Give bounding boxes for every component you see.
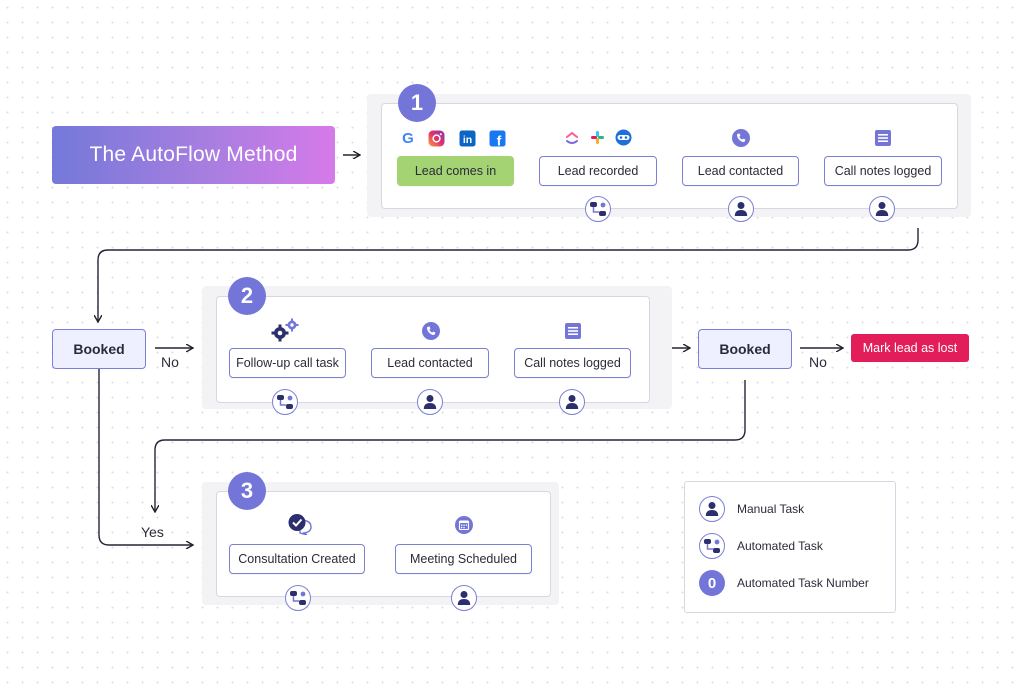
svg-text:G: G (402, 130, 414, 146)
legend-automated-label: Automated Task (737, 539, 823, 553)
phone-icon (421, 321, 440, 340)
node-lead-comes-in: Lead comes in (397, 156, 514, 186)
manual-task-icon (559, 389, 585, 415)
instagram-icon (427, 129, 445, 147)
page-title: The AutoFlow Method (52, 126, 335, 184)
legend-manual: Manual Task (699, 496, 804, 522)
phone-icon (731, 128, 750, 147)
facebook-icon: f (488, 129, 506, 147)
manual-task-icon (699, 496, 725, 522)
node-call-notes-logged: Call notes logged (824, 156, 942, 186)
node-lead-contacted: Lead contacted (682, 156, 799, 186)
arrow-yes (98, 369, 193, 545)
clickup-icon (565, 130, 579, 146)
legend-number-label: Automated Task Number (737, 576, 869, 590)
manual-task-icon (869, 196, 895, 222)
google-icon: G (399, 129, 417, 147)
notes-icon (873, 128, 892, 147)
node-meeting-scheduled: Meeting Scheduled (395, 544, 532, 574)
automated-task-icon (272, 389, 298, 415)
manual-task-icon (417, 389, 443, 415)
manual-task-icon (728, 196, 754, 222)
gears-icon (269, 318, 301, 342)
manual-task-icon (451, 585, 477, 611)
label-yes: Yes (141, 524, 164, 540)
automated-task-icon (699, 533, 725, 559)
node-call-notes-logged-2: Call notes logged (514, 348, 631, 378)
linkedin-icon: in (458, 129, 476, 147)
legend-automated: Automated Task (699, 533, 823, 559)
calendar-icon (455, 516, 473, 534)
mark-lead-as-lost: Mark lead as lost (851, 334, 969, 362)
node-lead-recorded: Lead recorded (539, 156, 657, 186)
node-follow-up-call-task: Follow-up call task (229, 348, 346, 378)
stage3-number: 3 (228, 472, 266, 510)
slack-icon (589, 129, 605, 145)
chat-check-icon (287, 513, 313, 535)
label-no-2: No (809, 354, 827, 370)
robot-icon (613, 128, 633, 146)
svg-text:in: in (462, 134, 471, 146)
stage1-number: 1 (398, 84, 436, 122)
decision-booked-1: Booked (52, 329, 146, 369)
arrow-booked2-to-stage3 (155, 380, 746, 512)
decision-booked-2: Booked (698, 329, 792, 369)
node-consultation-created: Consultation Created (229, 544, 365, 574)
arrow-notes-to-booked (98, 228, 919, 322)
automated-task-icon (585, 196, 611, 222)
legend-manual-label: Manual Task (737, 502, 805, 516)
node-lead-contacted-2: Lead contacted (371, 348, 489, 378)
automated-task-icon (285, 585, 311, 611)
label-no-1: No (161, 354, 179, 370)
stage2-number: 2 (228, 277, 266, 315)
legend-number-badge: 0 (699, 570, 725, 596)
svg-text:f: f (496, 132, 501, 147)
legend: Manual Task Automated Task 0 Automated T… (684, 481, 896, 613)
legend-number: 0 Automated Task Number (699, 570, 869, 596)
notes-icon (563, 321, 582, 340)
